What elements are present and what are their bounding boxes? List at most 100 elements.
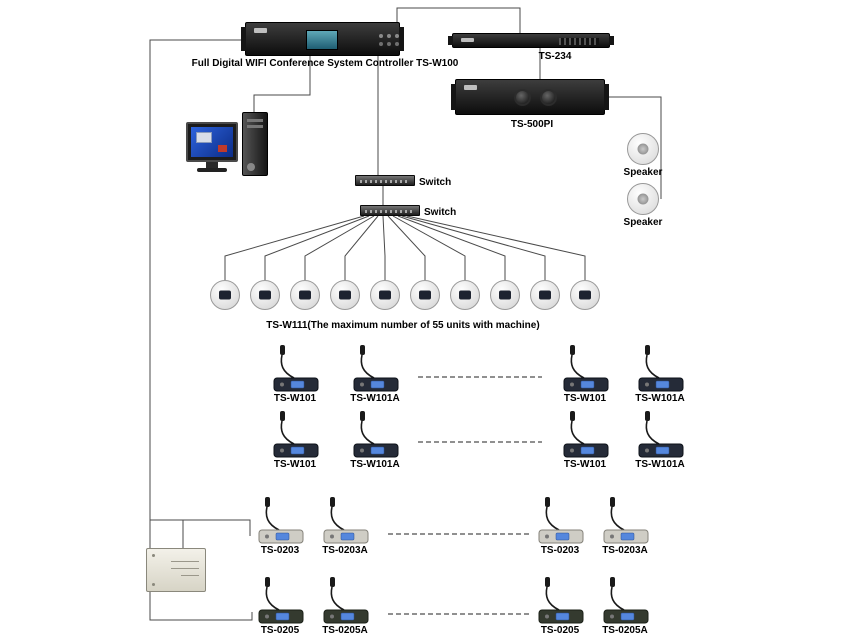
wire-switch-to-unit-3 [304,215,375,280]
wire-switch-to-unit-6 [387,215,426,280]
wire-controller-to-ts234 [396,7,521,33]
wire-controller-to-pc [253,56,311,112]
microphone-icon [258,577,304,624]
wifi-unit-icon [410,280,440,310]
dashed-separators [388,376,542,615]
mic-label: TS-W101 [563,393,607,404]
ports-icon [360,180,410,183]
taskbar-icon [218,145,227,152]
microphone-icon [258,497,304,544]
switch2-label: Switch [424,207,457,218]
controller-caption: Full Digital WIFI Conference System Cont… [191,58,459,69]
ts234-label: TS-234 [538,51,572,62]
wifi-unit-core [259,290,271,300]
wifi-unit-core [499,290,511,300]
mic-label: TS-W101 [563,459,607,470]
microphone-icon [638,345,684,392]
mic-label: TS-0203 [540,545,580,556]
wifi-unit-core [419,290,431,300]
mic-label: TS-W101 [273,393,317,404]
panel-line [171,561,199,562]
conference-mic: TS-W101A [625,410,695,471]
monitor-icon [186,122,238,162]
speaker-icon [627,133,659,165]
wire-switch-to-unit-4 [344,215,379,280]
screw-icon [152,583,155,586]
panel-line [171,568,199,569]
wire-left-trunk [149,39,253,621]
wire-switch-to-unit-9 [401,215,546,280]
wire-switch-to-unit-1 [224,215,365,280]
microphone-icon [273,345,319,392]
microphone-icon [353,411,399,458]
wifi-unit-icon [210,280,240,310]
conference-mic: TS-W101 [550,344,620,405]
mic-label: TS-0205 [260,625,300,636]
wifi-unit-icon [490,280,520,310]
wire-switch-to-unit-10 [406,215,586,280]
mic-label: TS-0205 [540,625,580,636]
conference-mic: TS-0203A [310,496,380,557]
wifi-unit-icon [570,280,600,310]
controller-rack [241,22,404,56]
brand-logo-icon [461,38,474,42]
wifi-unit-core [219,290,231,300]
microphone-icon [273,411,319,458]
controller-screen [306,30,338,50]
window-icon [196,132,212,143]
wire-trunk-to-ts0203 [150,519,251,536]
conference-mic: TS-W101 [260,410,330,471]
wifi-unit-core [459,290,471,300]
wifi-unit-icon [290,280,320,310]
microphone-icon [563,345,609,392]
drive-slot [247,119,263,122]
speaker-cone-icon [637,193,649,205]
mic-label: TS-W101A [635,459,685,470]
ts500pi-label: TS-500PI [510,119,554,130]
microphone-icon [603,577,649,624]
switch1-label: Switch [419,177,452,188]
conference-mic: TS-W101A [625,344,695,405]
panel-line [181,575,199,576]
microphone-icon [638,411,684,458]
speaker-icon [627,183,659,215]
conference-mic: TS-0203 [525,496,595,557]
ts500pi-rack [451,79,609,115]
microphone-icon [603,497,649,544]
conference-mic: TS-0205A [590,576,660,637]
microphone-icon [323,497,369,544]
solid-wires [149,7,662,621]
mic-label: TS-0203 [260,545,300,556]
knob-icon [540,89,557,106]
junction-box [146,548,206,592]
computer [186,112,268,182]
monitor-stand [206,162,218,168]
ports-icon [365,210,415,213]
wire-switch-to-unit-7 [392,215,466,280]
wifi-unit-core [579,290,591,300]
speaker2-label: Speaker [623,217,663,228]
wifi-unit-icon [530,280,560,310]
wifi-unit-icon [450,280,480,310]
wire-switch-to-unit-5 [382,215,386,280]
mic-label: TS-W101A [350,393,400,404]
monitor-base [197,168,227,172]
vents-icon [559,38,599,45]
power-button-icon [247,163,255,171]
wire-switch-to-unit-8 [397,215,506,280]
speaker1-label: Speaker [623,167,663,178]
microphone-icon [538,497,584,544]
brand-logo-icon [464,85,477,90]
pc-tower-icon [242,112,268,176]
conference-mic: TS-W101 [550,410,620,471]
wire-ts500pi-to-speakers [605,96,662,199]
conference-mic: TS-0205 [245,576,315,637]
brand-logo-icon [254,28,267,33]
mic-label: TS-W101A [635,393,685,404]
microphone-icon [323,577,369,624]
mic-label: TS-0203A [602,545,648,556]
wifi-unit-icon [330,280,360,310]
wifi-unit-icon [250,280,280,310]
mic-label: TS-0205A [602,625,648,636]
